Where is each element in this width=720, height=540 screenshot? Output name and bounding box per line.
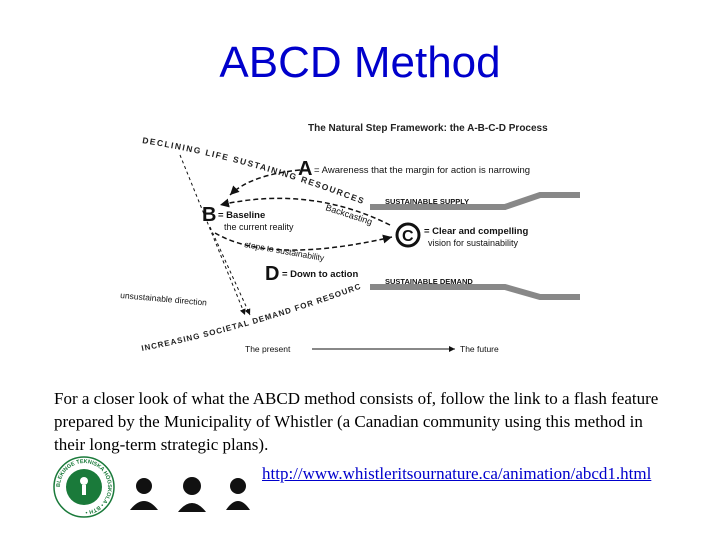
- present-label: The present: [245, 344, 291, 354]
- a-arrow: [229, 169, 301, 196]
- demand-label: SUSTAINABLE DEMAND: [385, 277, 473, 286]
- d-letter: D: [265, 263, 279, 285]
- unsustainable-label: unsustainable direction: [120, 290, 208, 308]
- whistler-animation-link[interactable]: http://www.whistleritsournature.ca/anima…: [262, 464, 652, 483]
- c-letter: C: [402, 228, 414, 245]
- c-circle: [395, 222, 421, 248]
- d-text: = Down to action: [282, 269, 358, 280]
- supply-line: [370, 192, 580, 210]
- unsustainable-arrow: [209, 226, 251, 316]
- b-sub: the current reality: [224, 222, 294, 232]
- b-text: = Baseline: [218, 210, 265, 221]
- supply-label: SUSTAINABLE SUPPLY: [385, 197, 469, 206]
- demand-line: [370, 284, 580, 300]
- a-text: = Awareness that the margin for action i…: [314, 165, 530, 176]
- c-sub: vision for sustainability: [428, 238, 519, 248]
- increasing-demand-label: INCREASING SOCIETAL DEMAND FOR RESOURCES: [110, 115, 363, 353]
- backcasting-arrow: [219, 197, 391, 226]
- caption-text: For a closer look of what the ABCD metho…: [54, 389, 659, 454]
- c-text: = Clear and compelling: [424, 226, 528, 237]
- steps-label: steps to sustainability: [244, 239, 326, 263]
- bth-logo: BLEKINGE TEKNISKA HÖGSKOLA • BTH •: [53, 456, 115, 518]
- abcd-framework-diagram: The Natural Step Framework: the A-B-C-D …: [110, 115, 580, 354]
- diagram-heading: The Natural Step Framework: the A-B-C-D …: [308, 123, 548, 134]
- unsustainable-arrow-2: [179, 154, 246, 316]
- steps-arrow: [214, 232, 393, 251]
- silhouette-heads-image: [130, 477, 250, 512]
- b-letter: B: [202, 204, 216, 226]
- slide-title: ABCD Method: [219, 38, 501, 87]
- future-label: The future: [460, 344, 499, 354]
- backcasting-label: Backcasting: [324, 202, 373, 227]
- a-letter: A: [298, 158, 312, 180]
